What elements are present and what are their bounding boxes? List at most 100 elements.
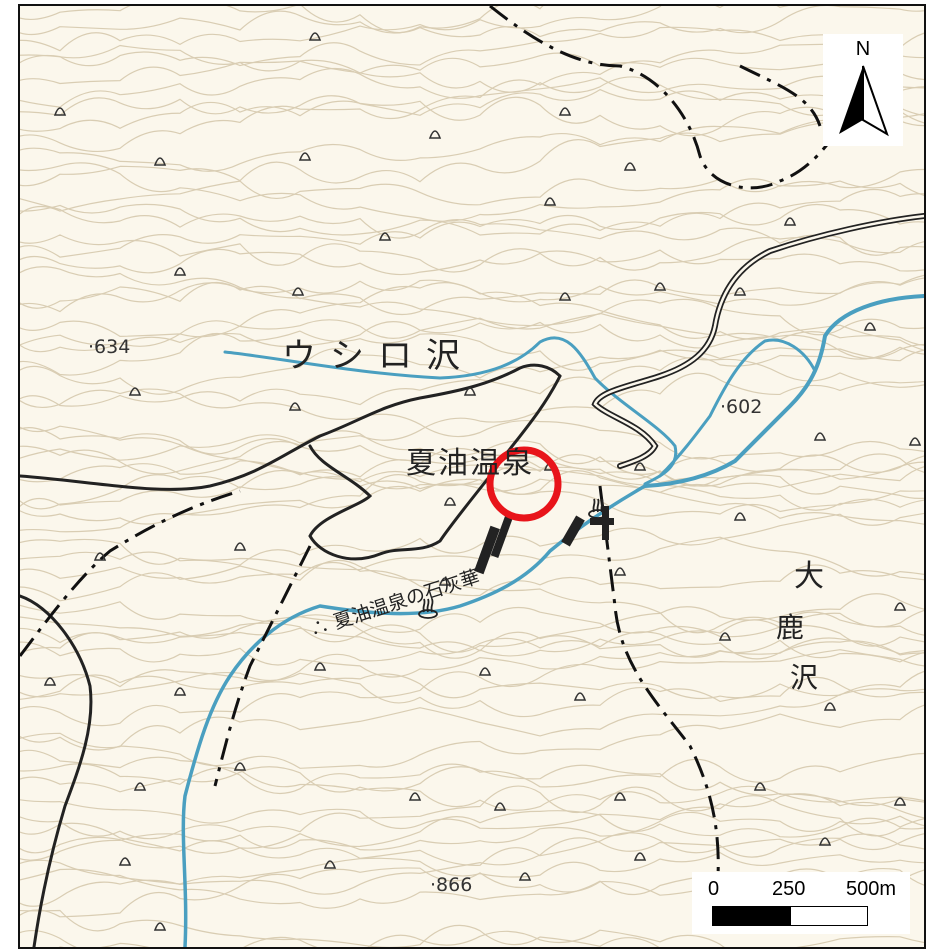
conifer-forest-symbol <box>733 512 747 521</box>
contour-line <box>20 704 924 769</box>
contour-line <box>20 277 924 316</box>
conifer-forest-symbol <box>893 602 907 611</box>
contour-line <box>20 43 924 153</box>
conifer-forest-symbol <box>813 432 827 441</box>
conifer-forest-symbol <box>463 387 477 396</box>
contour-line <box>20 44 924 124</box>
contour-line <box>20 52 924 85</box>
river-main-stream <box>181 484 647 947</box>
contour-line <box>20 833 924 907</box>
conifer-forest-symbol <box>153 922 167 931</box>
contour-line <box>20 107 924 187</box>
contour-line <box>20 6 924 38</box>
contour-line <box>20 346 924 407</box>
river-okashika-sawa <box>643 294 924 488</box>
conifer-forest-symbol <box>633 852 647 861</box>
conifer-forest-symbol <box>823 702 837 711</box>
conifer-forest-symbol <box>718 632 732 641</box>
road-double-line <box>591 213 924 469</box>
conifer-forest-symbol <box>558 292 572 301</box>
conifer-forest-symbol <box>323 860 337 869</box>
conifer-forest-symbol <box>908 437 922 446</box>
contour-line <box>20 427 924 511</box>
conifer-forest-symbol <box>288 402 302 411</box>
rivers <box>181 294 924 947</box>
contour-line <box>20 811 924 861</box>
conifer-forest-symbol <box>613 792 627 801</box>
contour-line <box>20 113 924 172</box>
north-arrow: N <box>823 34 903 146</box>
contour-line <box>20 688 924 749</box>
contour-line <box>20 763 924 811</box>
boundary-south <box>598 485 720 877</box>
scale-tick-500m: 500m <box>846 878 897 900</box>
contour-line <box>20 236 924 276</box>
conifer-forest-symbol <box>133 782 147 791</box>
contour-line <box>20 559 924 636</box>
hot-spring-icon <box>418 598 438 619</box>
conifer-forest-symbol <box>893 797 907 806</box>
contour-line <box>20 785 924 840</box>
contour-line <box>20 430 924 487</box>
contour-line <box>20 188 924 236</box>
conifer-forest-symbol <box>783 217 797 226</box>
label-ushiro-sawa: ウシロ沢 <box>282 336 474 376</box>
conifer-forest-symbol <box>518 872 532 881</box>
elevation-866: ·866 <box>430 874 473 896</box>
contour-line <box>20 162 924 222</box>
conifer-forest-symbol <box>653 282 667 291</box>
contour-line <box>20 234 924 273</box>
river-ushiro-sawa <box>223 336 678 486</box>
contour-line <box>20 601 924 638</box>
label-okashika-2: 鹿 <box>776 611 805 644</box>
contour-line <box>20 859 924 909</box>
contour-line <box>20 298 924 339</box>
map-frame[interactable]: ウシロ沢 夏油温泉 ∴ 夏油温泉の石灰華 大 鹿 沢 ·634 ·602 ·86… <box>18 4 926 949</box>
conifer-forest-symbol <box>308 32 322 41</box>
label-geto-onsen: 夏油温泉 <box>406 446 534 481</box>
contour-line <box>20 832 924 866</box>
conifer-forest-symbol <box>153 157 167 166</box>
conifer-forest-symbol <box>53 107 67 116</box>
contour-line <box>20 372 924 461</box>
contour-line <box>20 6 789 36</box>
conifer-forest-symbol <box>378 232 392 241</box>
boundary-north <box>489 6 862 190</box>
scale-bar-filled <box>712 906 792 926</box>
contour-line <box>20 614 924 659</box>
conifer-forest-symbol <box>863 322 877 331</box>
conifer-forest-symbol <box>233 762 247 771</box>
scale-tick-0: 0 <box>708 878 720 900</box>
contour-line <box>20 649 924 727</box>
conifer-forest-symbol <box>633 462 647 471</box>
hot-spring-icon <box>588 498 608 519</box>
location-circle-marker[interactable] <box>486 446 562 522</box>
conifer-forest-symbol <box>43 677 57 686</box>
conifer-forest-symbol <box>753 782 767 791</box>
contour-line <box>20 631 924 688</box>
contour-line <box>20 512 924 566</box>
north-letter: N <box>855 38 871 60</box>
scale-bar: 0 250 500m <box>692 872 910 934</box>
contour-line <box>20 561 924 597</box>
topographic-map[interactable] <box>20 6 924 947</box>
road-southwest <box>20 594 93 947</box>
contour-line <box>20 388 924 460</box>
scale-tick-250: 250 <box>772 878 806 900</box>
contour-line <box>20 178 924 215</box>
conifer-forest-symbol <box>478 667 492 676</box>
contour-line <box>20 593 924 653</box>
river-upper-branch <box>658 338 817 478</box>
conifer-forest-symbol <box>558 107 572 116</box>
contour-line <box>20 440 924 487</box>
contour-line <box>20 909 660 947</box>
conifer-forest-symbol <box>233 542 247 551</box>
conifer-forest-symbol <box>623 162 637 171</box>
contour-line <box>20 810 924 852</box>
elevation-602: ·602 <box>720 396 763 418</box>
conifer-forest-symbol <box>438 577 452 586</box>
contour-line <box>20 321 924 360</box>
contour-line <box>20 764 924 803</box>
elevation-634: ·634 <box>88 336 131 358</box>
conifer-forest-symbol <box>428 130 442 139</box>
